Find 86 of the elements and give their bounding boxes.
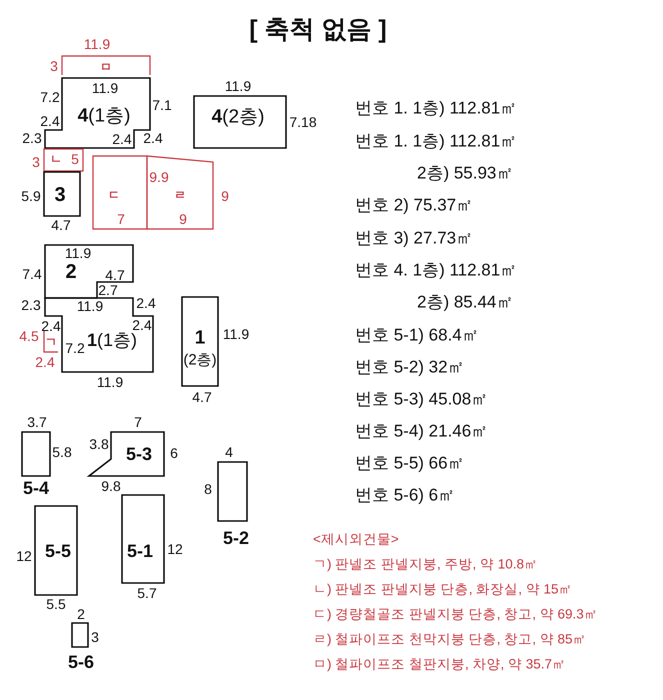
note-entry: ㄷ) 경량철골조 판넬지붕 단층, 창고, 약 69.3㎡ [313, 607, 598, 621]
note-entry: ㅁ) 철파이프조 철판지붕, 차양, 약 35.7㎡ [313, 657, 566, 671]
dimension-label: 12 [167, 542, 183, 556]
dimension-label: 2.4 [132, 318, 152, 332]
area-entry: 번호 5-3) 45.08㎡ [355, 390, 488, 408]
dimension-label: 9.8 [101, 479, 121, 493]
area-entry: 번호 5-1) 68.4㎡ [355, 326, 479, 344]
dimension-label: 4.7 [192, 390, 212, 404]
dimension-label: 4.7 [51, 218, 71, 232]
building-number: ㄱ [45, 336, 57, 348]
dimension-label: 5 [71, 152, 79, 166]
dimension-label: 11.9 [92, 81, 118, 95]
dimension-label: 5.8 [52, 445, 72, 459]
building-number: ㅁ [100, 61, 112, 73]
title: [ 축척 없음 ] [249, 18, 387, 42]
dimension-label: 11.9 [222, 327, 250, 341]
building-number: ㄹ [174, 189, 186, 201]
building-number: 5-2 [223, 529, 249, 547]
area-entry: 번호 4. 1층) 112.81㎡ [355, 262, 518, 278]
note-heading: <제시외건물> [313, 532, 399, 546]
building-number: 4(2층) [212, 108, 264, 126]
building-number: 5-3 [126, 445, 152, 463]
building-number: 1(1층) [87, 331, 137, 349]
dimension-label: 5.9 [21, 189, 41, 203]
area-entry: 번호 2) 75.37㎡ [355, 196, 474, 214]
dimension-label: 11.9 [64, 246, 92, 260]
area-entry: 번호 3) 27.73㎡ [355, 230, 474, 246]
dimension-label: 2.4 [143, 131, 163, 145]
building-number: 5-5 [45, 542, 71, 560]
building-number: 4(1층) [78, 106, 130, 126]
dimension-label: 9.9 [149, 170, 169, 184]
building-number: ㄴ [50, 153, 62, 165]
area-entry: 번호 1. 1층) 112.81㎡ [355, 100, 518, 116]
area-entry: 번호 1. 1층) 112.81㎡ [355, 132, 518, 150]
dimension-label: 11.9 [84, 37, 110, 51]
building-number: 2 [65, 262, 77, 282]
note-entry: ㄹ) 철파이프조 천막지붕 단층, 창고, 약 85㎡ [313, 632, 587, 646]
area-entry: 번호 5-6) 6㎡ [355, 486, 456, 504]
dimension-label: 11.9 [96, 375, 124, 389]
dimension-label: 8 [204, 482, 212, 496]
building-number: 5-1 [127, 542, 153, 560]
area-entry: 2층) 85.44㎡ [417, 294, 514, 310]
building-number: 1 [194, 328, 206, 348]
dimension-label: 2.3 [21, 298, 41, 312]
dimension-label: 2.4 [41, 319, 61, 333]
note-entry: ㄴ) 판넬조 판넬지붕 단층, 화장실, 약 15㎡ [313, 582, 573, 596]
dimension-label: 5.7 [137, 586, 157, 600]
building-number: ㄷ [108, 189, 120, 201]
dimension-label: 3 [32, 155, 40, 169]
building-number: 5-4 [23, 479, 49, 497]
dimension-label: 7 [117, 212, 125, 226]
dimension-label: 11.9 [224, 79, 252, 93]
area-entry: 번호 5-5) 66㎡ [355, 454, 465, 472]
dimension-label: 5.5 [46, 597, 66, 611]
dimension-label: 3.8 [89, 437, 109, 451]
dimension-label: 9 [179, 212, 187, 226]
building-number: 5-6 [68, 653, 94, 671]
dimension-label: 2.4 [112, 132, 132, 146]
dimension-label: 2.4 [35, 355, 55, 369]
dimension-label: 2.3 [22, 131, 42, 145]
dimension-label: 7.2 [40, 90, 60, 104]
dimension-label: 9 [221, 189, 229, 203]
dimension-label: 2 [77, 607, 85, 621]
dimension-label: 12 [16, 549, 32, 563]
dimension-label: 4 [225, 445, 233, 459]
dimension-label: 3 [91, 630, 99, 644]
building-number: 3 [54, 185, 66, 205]
dimension-label: 11.9 [76, 299, 104, 313]
area-entry: 번호 5-4) 21.46㎡ [355, 422, 488, 440]
dimension-label: 7.1 [152, 98, 172, 112]
dimension-label: 7.4 [22, 267, 42, 281]
dimension-label: 4.5 [19, 329, 39, 343]
dimension-label: 7 [134, 415, 142, 429]
dimension-label: 4.7 [105, 268, 125, 282]
dimension-label: 2.4 [40, 114, 60, 128]
dimension-label: 7.18 [289, 115, 317, 129]
dimension-label: 7.2 [65, 341, 85, 355]
area-entry: 번호 5-2) 32㎡ [355, 358, 465, 376]
area-entry: 2층) 55.93㎡ [417, 164, 514, 182]
note-entry: ㄱ) 판넬조 판넬지붕, 주방, 약 10.8㎡ [313, 557, 538, 571]
floor-label: (2층) [183, 352, 217, 368]
dimension-label: 3 [50, 59, 58, 73]
dimension-label: 3.7 [27, 415, 47, 429]
dimension-label: 2.4 [136, 296, 156, 310]
dimension-label: 6 [170, 446, 178, 460]
dimension-label: 2.7 [98, 283, 118, 297]
